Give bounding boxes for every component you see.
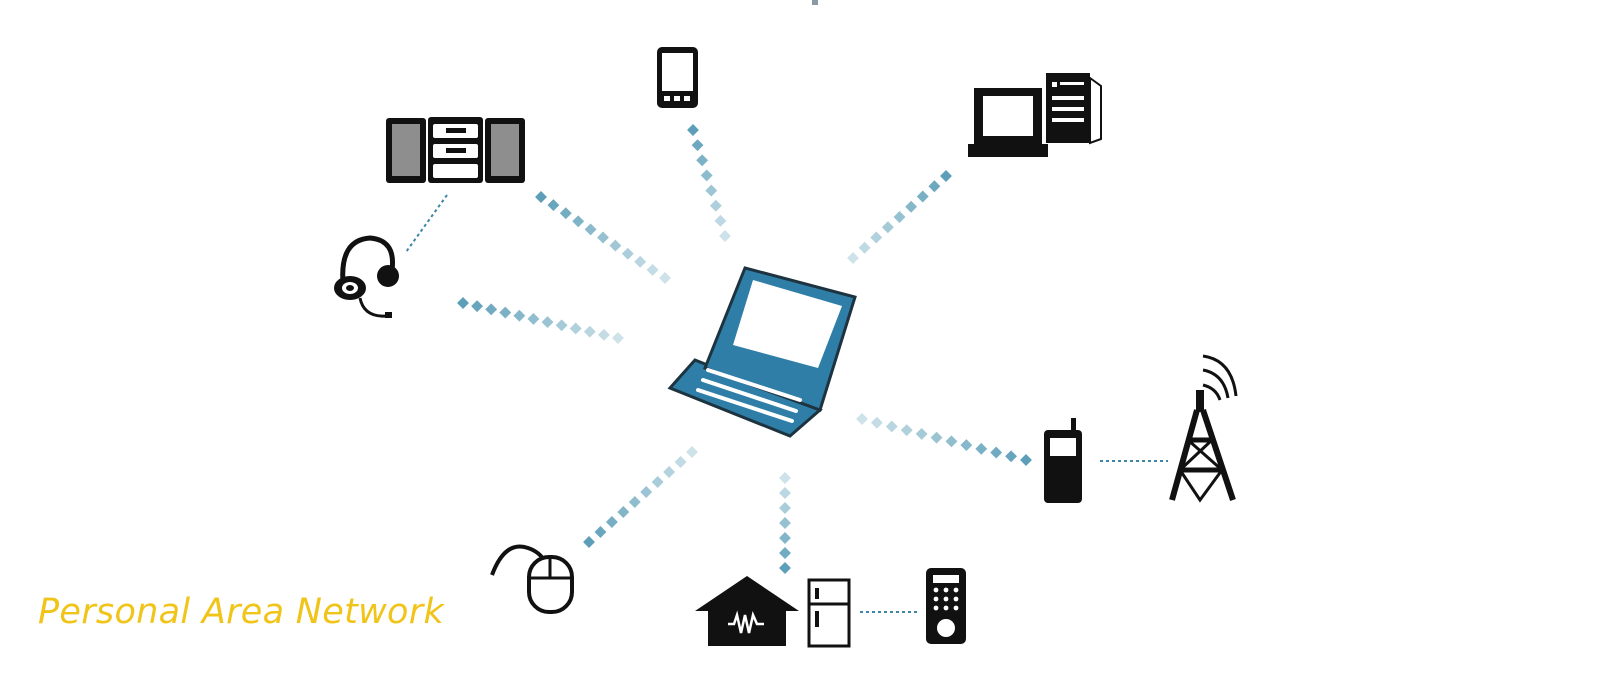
link-dot xyxy=(905,200,918,213)
link-dot xyxy=(779,547,791,559)
link-dot xyxy=(916,190,929,203)
link-dot xyxy=(928,180,941,193)
link-dot xyxy=(709,199,722,212)
link-dot xyxy=(940,170,952,182)
link-dot xyxy=(572,215,585,228)
link-dot xyxy=(499,306,512,319)
link-dot xyxy=(485,303,498,316)
link-dot xyxy=(663,466,676,478)
link-dot xyxy=(885,420,898,433)
link-dot xyxy=(975,442,988,455)
mouse-icon[interactable] xyxy=(490,544,574,614)
link-dot xyxy=(1020,454,1032,466)
link-dot xyxy=(457,297,469,309)
link-dot xyxy=(612,332,624,344)
link-dot xyxy=(779,517,791,529)
link-dot xyxy=(634,255,647,268)
link-dot xyxy=(646,263,659,276)
link-dot xyxy=(640,486,653,498)
link-dot xyxy=(893,211,906,223)
laptop-icon[interactable] xyxy=(667,266,857,438)
wireless-link-desktop-computer xyxy=(847,170,952,264)
radio-tower-icon[interactable] xyxy=(1169,354,1238,503)
link-dot xyxy=(597,328,610,341)
link-dot xyxy=(584,223,597,236)
link-dot xyxy=(471,300,484,313)
link-dot xyxy=(674,456,687,468)
link-dot xyxy=(686,446,698,458)
link-dot xyxy=(559,207,572,220)
link-dot xyxy=(881,221,894,234)
link-dot xyxy=(583,325,596,338)
link-dot xyxy=(605,516,618,528)
link-dot xyxy=(915,427,928,440)
wireless-link-smart-home xyxy=(779,472,791,574)
laptop-screen xyxy=(733,280,842,368)
link-dot xyxy=(779,472,791,484)
headset-icon[interactable] xyxy=(334,235,399,318)
link-dot xyxy=(527,312,540,325)
link-dot xyxy=(513,309,526,322)
link-dot xyxy=(930,431,943,444)
wireless-link-mouse xyxy=(583,446,698,548)
wireless-link-mobile-phone xyxy=(687,124,731,242)
link-dot xyxy=(779,562,791,574)
link-dot xyxy=(1005,450,1018,463)
wireless-link-stereo-system xyxy=(535,191,671,284)
link-dot xyxy=(535,191,547,203)
link-dot xyxy=(700,169,713,182)
diagram-caption: Personal Area Network xyxy=(38,592,445,632)
link-dot xyxy=(617,506,630,518)
link-dot xyxy=(870,416,883,429)
link-dot xyxy=(858,241,871,254)
wired-links xyxy=(405,194,1168,613)
link-dot xyxy=(555,319,568,332)
link-dot xyxy=(628,496,641,508)
link-dot xyxy=(779,502,791,514)
wireless-link-headset xyxy=(457,297,624,344)
link-dot xyxy=(960,439,973,452)
link-dot xyxy=(621,247,634,260)
link-dot xyxy=(779,487,791,499)
link-dot xyxy=(594,526,607,538)
wired-link-stereo-headset xyxy=(405,194,448,253)
link-dot xyxy=(705,184,718,197)
cell-phone-icon[interactable] xyxy=(1044,418,1082,503)
link-dot xyxy=(597,231,609,244)
link-dot xyxy=(541,316,554,329)
link-dot xyxy=(719,230,731,242)
wireless-links xyxy=(457,124,1032,574)
link-dot xyxy=(569,322,582,335)
link-dot xyxy=(583,536,595,548)
laptop-keyboard xyxy=(696,368,802,423)
link-dot xyxy=(696,154,709,167)
stereo-speakers-icon[interactable] xyxy=(386,117,525,183)
link-dot xyxy=(714,214,727,227)
link-dot xyxy=(547,199,560,212)
link-dot xyxy=(856,413,868,425)
link-dot xyxy=(609,239,622,252)
link-dot xyxy=(990,446,1003,459)
wireless-link-cell-phone xyxy=(856,413,1032,466)
cropped-glyph xyxy=(812,0,818,5)
link-dot xyxy=(651,476,664,488)
link-dot xyxy=(870,231,883,244)
link-dot xyxy=(779,532,791,544)
smartphone-icon[interactable] xyxy=(657,47,698,108)
house-icon[interactable] xyxy=(695,576,799,646)
link-dot xyxy=(687,124,699,136)
refrigerator-icon[interactable] xyxy=(807,578,851,648)
link-dot xyxy=(691,139,704,152)
link-dot xyxy=(847,252,859,264)
link-dot xyxy=(900,424,913,437)
desktop-computer-icon[interactable] xyxy=(968,73,1102,157)
link-dot xyxy=(945,435,958,448)
link-dot xyxy=(659,272,671,284)
remote-control-icon[interactable] xyxy=(926,568,966,644)
